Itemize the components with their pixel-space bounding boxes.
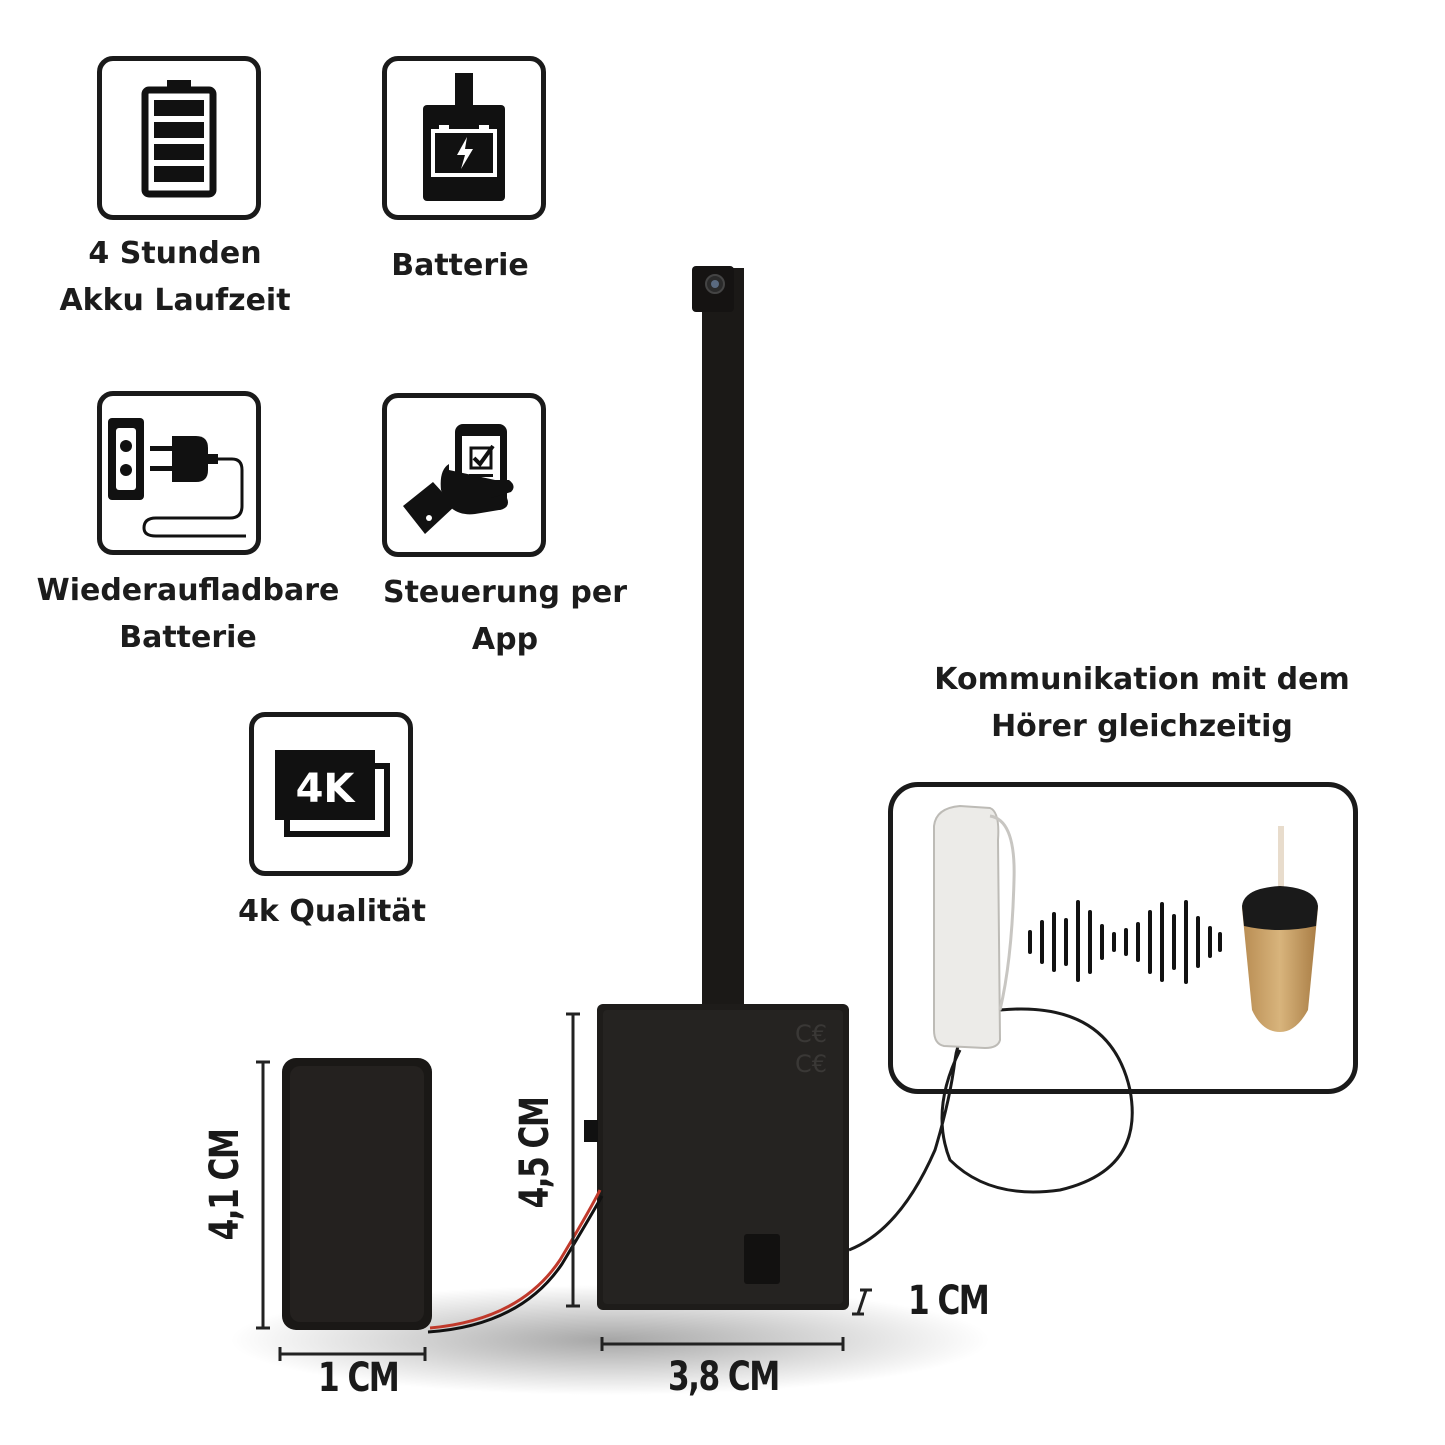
feature-rechargeable-line-2: Batterie bbox=[119, 620, 257, 655]
dim-battery-height: 4,1 CM bbox=[202, 1129, 248, 1241]
feature-rechargeable-label: Wiederaufladbare Batterie bbox=[28, 567, 348, 661]
feature-quality-line-1: 4k Qualität bbox=[238, 894, 426, 929]
feature-battery-life-box bbox=[97, 56, 261, 220]
svg-text:C€: C€ bbox=[795, 1050, 827, 1078]
earpiece-icon bbox=[1242, 826, 1318, 1032]
feature-battery-line-1: Batterie bbox=[391, 248, 529, 283]
battery-wire-red bbox=[429, 1189, 602, 1330]
4k-icon-text: 4K bbox=[296, 766, 357, 812]
battery-full-icon bbox=[141, 80, 217, 198]
svg-text:C€: C€ bbox=[795, 1020, 827, 1048]
callout-title-line-1: Kommunikation mit dem bbox=[934, 662, 1350, 697]
feature-rechargeable-box bbox=[97, 391, 261, 555]
receiver-unit bbox=[933, 804, 1016, 1050]
feature-battery-life-label: 4 Stunden Akku Laufzeit bbox=[40, 230, 310, 324]
feature-app-control-line-1: Steuerung per bbox=[382, 575, 628, 610]
feature-app-control-label: Steuerung per App bbox=[374, 569, 636, 663]
callout-title: Kommunikation mit dem Hörer gleichzeitig bbox=[900, 656, 1384, 750]
feature-quality-label: 4k Qualität bbox=[220, 888, 444, 935]
dim-box-width: 3,8 CM bbox=[668, 1354, 780, 1400]
hand-smartphone-icon bbox=[403, 424, 514, 534]
sound-wave-icon bbox=[1028, 900, 1222, 984]
feature-app-control-box bbox=[382, 393, 546, 557]
feature-battery-label: Batterie bbox=[355, 242, 565, 289]
dim-battery-width: 1 CM bbox=[318, 1355, 400, 1401]
4k-icon: 4K bbox=[275, 750, 390, 837]
feature-battery-life-line-1: 4 Stunden bbox=[88, 236, 262, 271]
feature-quality-box: 4K bbox=[249, 712, 413, 876]
feature-battery-box bbox=[382, 56, 546, 220]
feature-app-control-line-2: App bbox=[471, 622, 539, 657]
camera-arm bbox=[692, 266, 744, 1008]
dim-box-depth: 1 CM bbox=[908, 1278, 990, 1324]
dim-box-height: 4,5 CM bbox=[512, 1097, 558, 1209]
dimension-lines bbox=[256, 1012, 872, 1361]
feature-rechargeable-line-1: Wiederaufladbare bbox=[36, 573, 340, 608]
receiver-cable bbox=[848, 1007, 1134, 1252]
feature-battery-life-line-2: Akku Laufzeit bbox=[59, 283, 291, 318]
plug-socket-icon bbox=[108, 418, 246, 538]
recorder-box: C€ C€ bbox=[584, 1004, 849, 1310]
battery-wire-black bbox=[427, 1195, 604, 1334]
battery-pack-icon bbox=[423, 73, 505, 201]
battery-pack bbox=[282, 1058, 432, 1330]
callout-title-line-2: Hörer gleichzeitig bbox=[991, 709, 1293, 744]
